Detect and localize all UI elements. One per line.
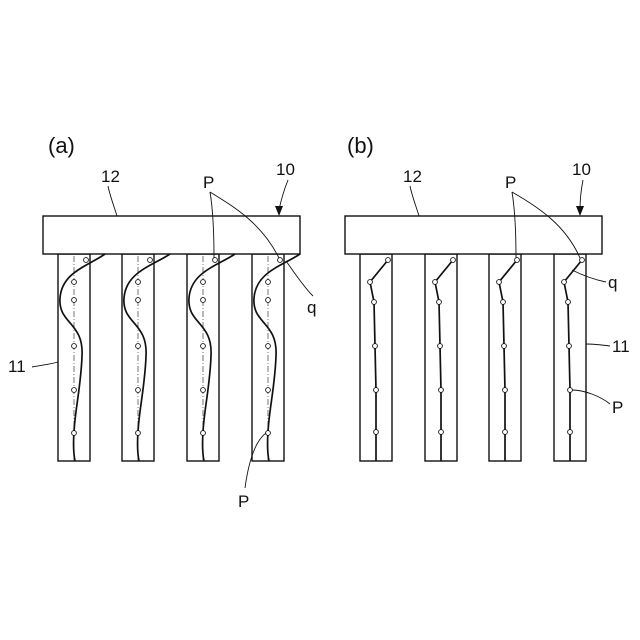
panel-a-callout-p-lower: P (238, 492, 249, 511)
panel-b-node (373, 344, 378, 349)
panel-a-node (72, 298, 77, 303)
panel-a-nodes (72, 258, 283, 436)
panel-a-node (266, 431, 271, 436)
panel-a-node (266, 388, 271, 393)
panel-a-node (148, 258, 153, 263)
panel-b-node (566, 300, 571, 305)
panel-b-arrow-head (576, 206, 584, 216)
panel-a-leader-plate (108, 186, 117, 216)
panel-a-node (136, 388, 141, 393)
panel-a: (a) (8, 133, 316, 511)
panel-a-node (136, 298, 141, 303)
panel-b-node (567, 344, 572, 349)
panel-b-node (501, 300, 506, 305)
panel-b-wires (370, 260, 582, 461)
panel-a-node (72, 280, 77, 285)
panel-b-node (503, 388, 508, 393)
panel-b-plate (345, 216, 602, 254)
panel-a-node (136, 344, 141, 349)
panel-b-callout-plate: 12 (403, 167, 422, 186)
panel-a-node (201, 388, 206, 393)
panel-b-columns (360, 254, 586, 461)
panel-b-node (368, 280, 373, 285)
panel-b-node (497, 280, 502, 285)
panel-a-node (201, 431, 206, 436)
panel-a-node (266, 344, 271, 349)
panel-b-node (372, 300, 377, 305)
panel-a-node (201, 298, 206, 303)
panel-b-callout-column: 11 (612, 337, 630, 356)
panel-b-callout-p-upper: P (505, 173, 516, 192)
panel-b-node (568, 430, 573, 435)
panel-b-node (439, 430, 444, 435)
panel-a-arrow-head (275, 206, 283, 216)
panel-a-node (266, 280, 271, 285)
panel-b-callout-apparatus: 10 (572, 160, 591, 179)
panel-b-node (438, 344, 443, 349)
panel-b-callout-p-lower: P (612, 398, 623, 417)
panel-b-leader-plate (410, 186, 419, 216)
panel-a-node (72, 388, 77, 393)
panel-a-node (72, 431, 77, 436)
panel-a-node (201, 344, 206, 349)
panel-b-node (502, 344, 507, 349)
panel-a-label: (a) (48, 133, 75, 158)
panel-b-nodes (368, 258, 585, 435)
panel-b-node (580, 258, 585, 263)
panel-a-node (201, 280, 206, 285)
panel-a-node (72, 344, 77, 349)
panel-b-node (568, 388, 573, 393)
panel-a-node (213, 258, 218, 263)
panel-a-node (84, 258, 89, 263)
panel-b-node (374, 430, 379, 435)
panel-b-node (437, 300, 442, 305)
panel-b-node (386, 258, 391, 263)
panel-a-callout-curve: q (307, 298, 316, 317)
panel-b-node (515, 258, 520, 263)
panel-b-node (433, 280, 438, 285)
panel-a-plate (43, 216, 300, 254)
panel-a-node (136, 431, 141, 436)
panel-b: (b) (345, 133, 630, 461)
panel-b-node (503, 430, 508, 435)
panel-b-label: (b) (347, 133, 374, 158)
panel-a-callout-column: 11 (8, 357, 26, 376)
panel-a-callout-p-upper: P (203, 173, 214, 192)
panel-a-node (266, 298, 271, 303)
panel-a-node (136, 280, 141, 285)
panel-b-node (374, 388, 379, 393)
panel-a-leader-apparatus (279, 180, 288, 210)
panel-a-callout-apparatus: 10 (276, 160, 295, 179)
panel-a-leader-column (32, 362, 58, 367)
panel-b-node (439, 388, 444, 393)
panel-b-leader-column (586, 344, 610, 346)
panel-b-callout-curve: q (608, 273, 617, 292)
panel-a-node (278, 258, 283, 263)
panel-a-columns (58, 254, 284, 461)
panel-a-leader-q (286, 261, 313, 296)
panel-a-callout-plate: 12 (101, 167, 120, 186)
panel-b-node (562, 280, 567, 285)
panel-a-center-lines (74, 256, 268, 461)
panel-b-node (451, 258, 456, 263)
panel-b-leader-apparatus (580, 180, 583, 210)
